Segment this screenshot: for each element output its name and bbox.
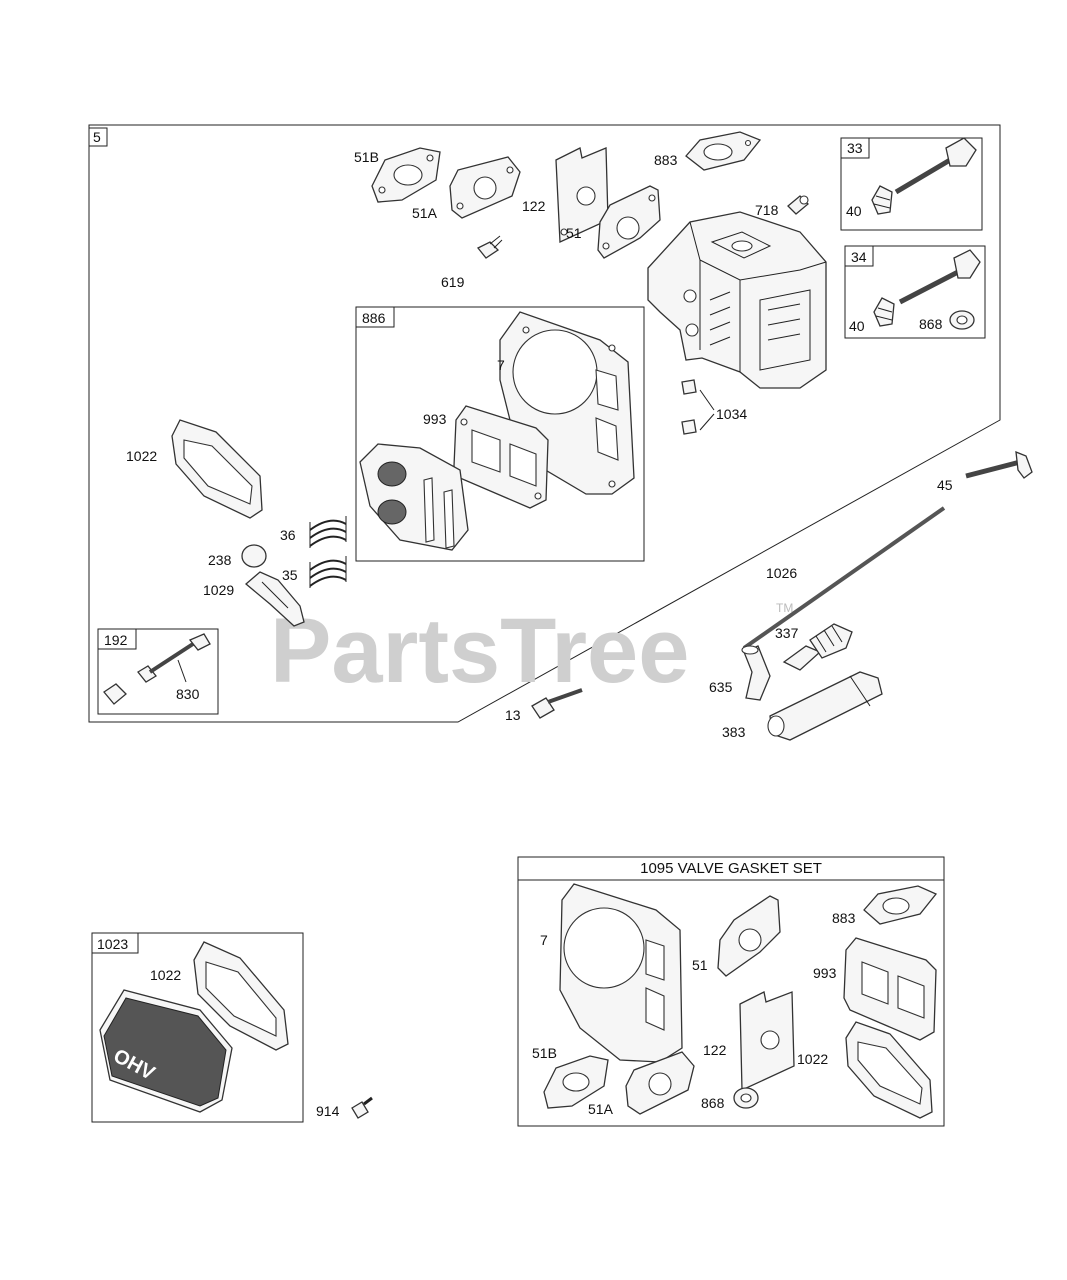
label-635[interactable]: 635 xyxy=(709,679,733,695)
label-1029[interactable]: 1029 xyxy=(203,582,234,598)
label-718[interactable]: 718 xyxy=(755,202,779,218)
label-7[interactable]: 7 xyxy=(497,357,505,373)
label-122[interactable]: 122 xyxy=(522,198,546,214)
kit-label-1022[interactable]: 1022 xyxy=(797,1051,828,1067)
label-830[interactable]: 830 xyxy=(176,686,200,702)
label-51[interactable]: 51 xyxy=(566,225,582,241)
watermark-tm: TM xyxy=(776,601,793,615)
keeper-40b xyxy=(873,297,895,327)
box-1095 xyxy=(517,856,945,1127)
box-192-tag xyxy=(97,628,137,650)
label-886[interactable]: 886 xyxy=(362,310,386,326)
kit-gasket-883 xyxy=(863,885,938,925)
label-993[interactable]: 993 xyxy=(423,411,447,427)
label-1026[interactable]: 1026 xyxy=(766,565,797,581)
box-886-tag xyxy=(355,306,395,328)
box-886 xyxy=(355,306,645,562)
kit-label-868[interactable]: 868 xyxy=(701,1095,725,1111)
kit-label-122[interactable]: 122 xyxy=(703,1042,727,1058)
pin-718 xyxy=(787,195,809,215)
label-619[interactable]: 619 xyxy=(441,274,465,290)
spark-plug-337 xyxy=(782,623,853,671)
gasket-1022b xyxy=(193,941,289,1051)
kit-gasket-1022 xyxy=(845,1021,933,1119)
label-1022b[interactable]: 1022 xyxy=(150,967,181,983)
label-238[interactable]: 238 xyxy=(208,552,232,568)
box-1023-tag xyxy=(91,932,139,954)
gasket-883 xyxy=(685,131,762,171)
label-1023[interactable]: 1023 xyxy=(97,936,128,952)
box-34 xyxy=(844,245,986,339)
spark-plug-boot-383 xyxy=(767,671,883,741)
gasket-51 xyxy=(597,185,661,259)
label-33[interactable]: 33 xyxy=(847,140,863,156)
box-192 xyxy=(97,628,219,715)
kit-label-993[interactable]: 993 xyxy=(813,965,837,981)
label-51b[interactable]: 51B xyxy=(354,149,379,165)
push-rod-45 xyxy=(965,450,1033,479)
label-40a[interactable]: 40 xyxy=(846,203,862,219)
keeper-40a xyxy=(871,185,893,215)
gasket-51a xyxy=(449,156,521,219)
kit-label-51[interactable]: 51 xyxy=(692,957,708,973)
label-13[interactable]: 13 xyxy=(505,707,521,723)
label-192[interactable]: 192 xyxy=(104,632,128,648)
cap-238 xyxy=(241,544,267,568)
elbow-635 xyxy=(741,645,771,701)
box-1023 xyxy=(91,932,304,1123)
kit-label-51b[interactable]: 51B xyxy=(532,1045,557,1061)
box-34-tag xyxy=(844,245,874,267)
label-45[interactable]: 45 xyxy=(937,477,953,493)
valve-34 xyxy=(898,249,981,305)
label-337[interactable]: 337 xyxy=(775,625,799,641)
kit-label-51a[interactable]: 51A xyxy=(588,1101,614,1117)
rocker-stud-830 xyxy=(103,633,211,705)
keeper-1034 xyxy=(681,379,715,435)
cylinder-head xyxy=(647,211,827,389)
gasket-1022 xyxy=(171,419,263,519)
label-914[interactable]: 914 xyxy=(316,1103,340,1119)
push-rod-1026 xyxy=(742,506,946,650)
label-1034[interactable]: 1034 xyxy=(716,406,747,422)
watermark: PartsTree xyxy=(270,600,689,702)
kit-gasket-51 xyxy=(717,895,781,977)
kit-label-883[interactable]: 883 xyxy=(832,910,856,926)
label-5[interactable]: 5 xyxy=(93,129,101,145)
kit-gasket-51a xyxy=(625,1051,695,1115)
bolt-914 xyxy=(351,1096,373,1119)
label-883[interactable]: 883 xyxy=(654,152,678,168)
valve-cover-gasket-inner xyxy=(359,443,469,551)
kit-seal-868 xyxy=(733,1087,759,1109)
insulator-122 xyxy=(555,147,609,243)
kit-label-7[interactable]: 7 xyxy=(540,932,548,948)
kit-gasket-993 xyxy=(843,937,937,1041)
spring-36 xyxy=(309,516,347,548)
kit-insulator-122 xyxy=(739,991,795,1092)
bolt-619 xyxy=(476,235,503,259)
kit-head-gasket-7 xyxy=(559,883,683,1063)
label-34[interactable]: 34 xyxy=(851,249,867,265)
kit-gasket-51b xyxy=(543,1055,609,1109)
valve-33 xyxy=(894,137,977,195)
valve-cover: OHV xyxy=(99,989,233,1113)
bolt-13 xyxy=(531,688,583,719)
box-33 xyxy=(840,137,983,231)
assembly-frame-5 xyxy=(88,124,1001,723)
gasket-993 xyxy=(453,405,549,509)
label-868[interactable]: 868 xyxy=(919,316,943,332)
kit-title[interactable]: 1095 VALVE GASKET SET xyxy=(640,860,822,877)
label-383[interactable]: 383 xyxy=(722,724,746,740)
rocker-arm-1029 xyxy=(244,571,305,627)
box-5 xyxy=(88,127,108,147)
label-36[interactable]: 36 xyxy=(280,527,296,543)
label-1022[interactable]: 1022 xyxy=(126,448,157,464)
label-35[interactable]: 35 xyxy=(282,567,298,583)
seal-868 xyxy=(949,310,975,330)
spring-35 xyxy=(309,556,347,588)
box-33-tag xyxy=(840,137,870,159)
gasket-51b xyxy=(371,147,441,203)
label-51a[interactable]: 51A xyxy=(412,205,438,221)
label-40b[interactable]: 40 xyxy=(849,318,865,334)
